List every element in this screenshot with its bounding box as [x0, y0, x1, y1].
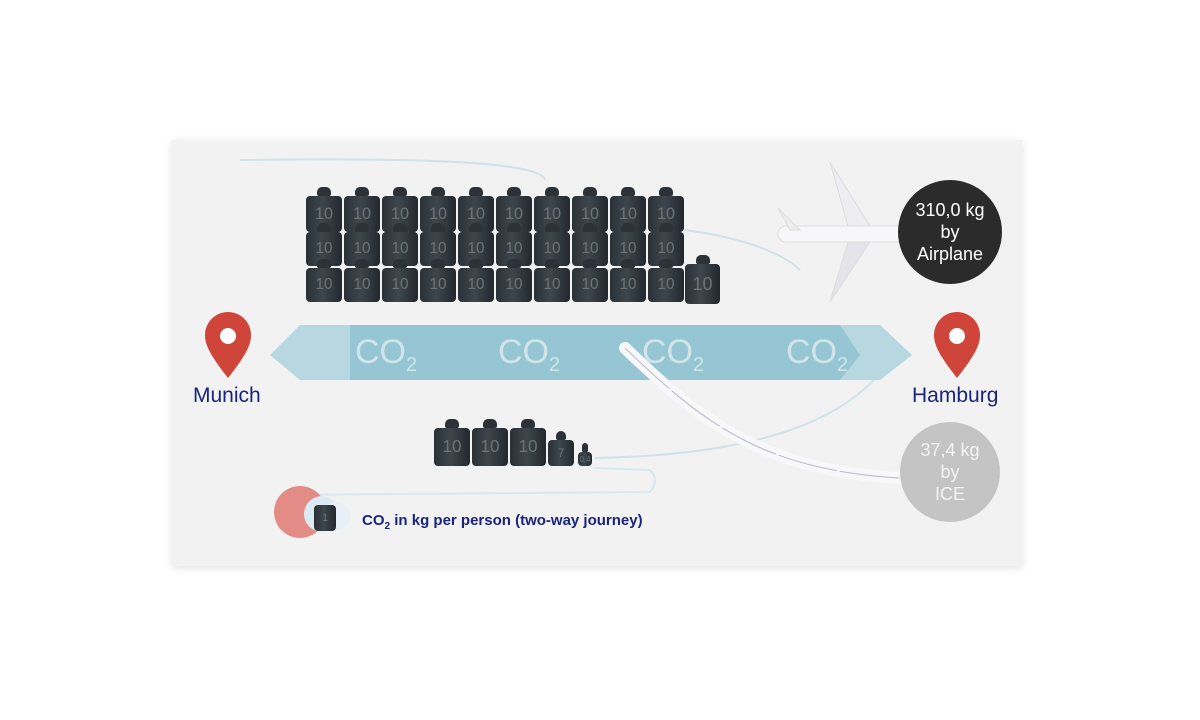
weight-knob — [506, 223, 522, 232]
weight-knob — [468, 223, 484, 232]
weight-icon: 10 — [306, 268, 342, 302]
co2-band-dark — [350, 325, 860, 380]
weight-icon: 10 — [610, 196, 646, 232]
co2-label: CO2 — [355, 333, 418, 376]
destination-city: Hamburg — [912, 384, 999, 407]
weight-icon: 0,4 — [578, 452, 592, 466]
weight-knob — [430, 259, 446, 268]
weight-knob — [444, 419, 460, 428]
weight-knob — [506, 259, 522, 268]
weight-icon: 10 — [344, 232, 380, 266]
weight-knob — [354, 187, 370, 196]
legend-weight-icon: 1 — [314, 505, 336, 531]
weight-knob — [316, 187, 332, 196]
origin-city: Munich — [193, 384, 261, 407]
weight-icon: 10 — [306, 232, 342, 266]
weight-knob — [544, 223, 560, 232]
legend-text: CO2 in kg per person (two-way journey) — [362, 512, 643, 532]
weight-knob — [620, 223, 636, 232]
weight-knob — [468, 187, 484, 196]
weight-knob — [658, 187, 674, 196]
airplane-icon — [777, 161, 911, 303]
weight-knob — [430, 187, 446, 196]
weight-icon: 10 — [420, 232, 456, 266]
weight-icon: 10 — [420, 268, 456, 302]
weight-knob — [316, 223, 332, 232]
weight-icon: 10 — [685, 264, 720, 304]
weight-knob — [620, 187, 636, 196]
weight-icon: 10 — [472, 428, 508, 466]
co2-label: CO2 — [498, 333, 561, 376]
co2-label: CO2 — [786, 333, 849, 376]
weight-knob — [392, 223, 408, 232]
weight-knob — [582, 443, 588, 452]
weight-icon: 10 — [496, 268, 532, 302]
map-pin-icon — [934, 312, 980, 378]
weight-icon: 10 — [458, 268, 494, 302]
weight-icon: 10 — [572, 196, 608, 232]
weight-icon: 10 — [610, 268, 646, 302]
weight-knob — [392, 259, 408, 268]
weight-knob — [482, 419, 498, 428]
weight-knob — [430, 223, 446, 232]
weight-knob — [544, 259, 560, 268]
co2-label: CO2 — [642, 333, 705, 376]
weight-icon: 10 — [458, 196, 494, 232]
weight-knob — [506, 187, 522, 196]
weight-icon: 10 — [510, 428, 546, 466]
weight-knob — [468, 259, 484, 268]
weight-knob — [544, 187, 560, 196]
weight-knob — [354, 259, 370, 268]
weight-icon: 10 — [572, 268, 608, 302]
weight-icon: 10 — [434, 428, 470, 466]
weight-knob — [520, 419, 536, 428]
weight-knob — [582, 223, 598, 232]
weight-knob — [658, 259, 674, 268]
weight-knob — [582, 259, 598, 268]
weight-icon: 10 — [344, 268, 380, 302]
weight-icon: 7 — [548, 440, 574, 466]
map-pin-icon — [205, 312, 251, 378]
weight-knob — [555, 431, 567, 440]
weight-icon: 10 — [382, 268, 418, 302]
weight-icon: 10 — [648, 268, 684, 302]
weight-knob — [695, 255, 710, 264]
weight-knob — [354, 223, 370, 232]
weight-knob — [582, 187, 598, 196]
weight-icon: 10 — [534, 268, 570, 302]
weight-knob — [658, 223, 674, 232]
weight-knob — [392, 187, 408, 196]
weight-knob — [316, 259, 332, 268]
weight-knob — [620, 259, 636, 268]
